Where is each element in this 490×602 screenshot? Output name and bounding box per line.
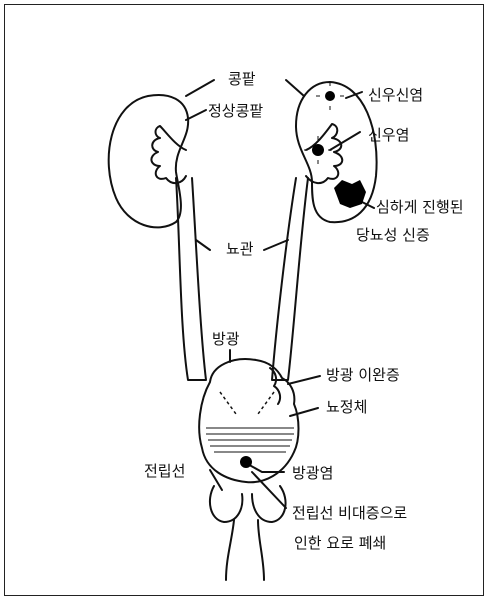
label-pyelonephritis: 신우신염 [368, 86, 423, 104]
label-kidney: 콩팥 [228, 70, 256, 88]
prostate-left-lobe [210, 486, 242, 522]
label-obstruction-line1: 전립선 비대증으로 [292, 504, 407, 522]
label-pyelitis: 신우염 [368, 126, 409, 144]
diabetic-nephropathy-lesion [334, 180, 366, 208]
label-cystitis: 방광염 [292, 464, 333, 482]
urethra [226, 520, 264, 580]
label-residual-urine: 뇨정체 [326, 398, 367, 416]
label-normal-kidney: 정상콩팥 [208, 102, 263, 120]
left-renal-pelvis [151, 126, 186, 183]
label-bladder-relaxation: 방광 이완증 [326, 366, 400, 384]
label-ureter: 뇨관 [226, 240, 254, 258]
pyelonephritis-spot [325, 91, 335, 101]
left-kidney [109, 95, 189, 227]
label-diabetic-line2: 당뇨성 신증 [356, 226, 430, 244]
label-bladder: 방광 [212, 330, 240, 348]
label-prostate: 전립선 [144, 462, 185, 480]
prostate-right-lobe [252, 486, 286, 522]
obstruction-spot [240, 456, 252, 468]
label-diabetic-line1: 심하게 진행된 [376, 198, 464, 216]
label-obstruction-line2: 인한 요로 폐쇄 [294, 534, 386, 552]
pyelitis-spot [312, 144, 324, 156]
right-ureter [272, 178, 308, 380]
